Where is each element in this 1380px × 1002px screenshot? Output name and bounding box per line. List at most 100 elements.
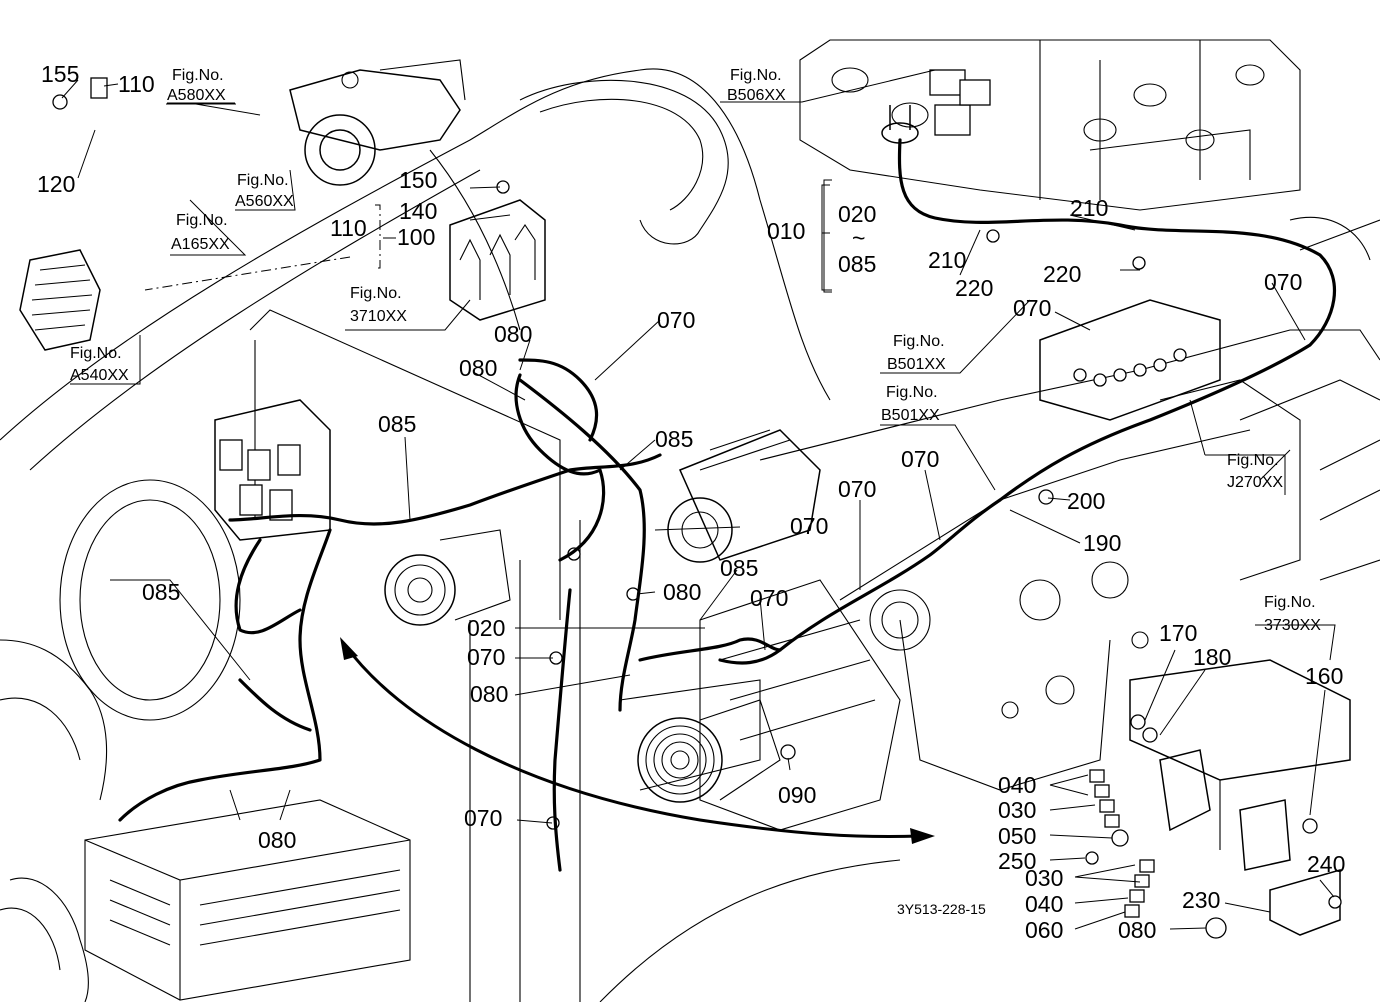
- figure-ref-label: Fig.No.: [176, 212, 228, 229]
- figure-ref-code: 3710XX: [350, 308, 407, 325]
- relay-bracket-3710: [449, 199, 546, 321]
- part-label-020[interactable]: 020: [838, 201, 876, 227]
- part-label-070[interactable]: 070: [1264, 269, 1302, 295]
- part-label-090[interactable]: 090: [778, 782, 816, 808]
- figure-ref-label: Fig.No.: [350, 285, 402, 302]
- figure-ref-code: B501XX: [887, 356, 946, 373]
- part-callouts: 155 110 120 150 140 110 100 010 020 ~ 08…: [37, 61, 1345, 943]
- part-label-020[interactable]: 020: [467, 615, 505, 641]
- figure-ref-code: A580XX: [167, 87, 226, 104]
- bracket-3730: [1129, 659, 1351, 936]
- part-label-170[interactable]: 170: [1159, 620, 1197, 646]
- grommet-top: [881, 105, 919, 144]
- part-label-190[interactable]: 190: [1083, 530, 1121, 556]
- part-label-070[interactable]: 070: [901, 446, 939, 472]
- part-label-110[interactable]: 110: [118, 71, 155, 97]
- figure-ref-a165[interactable]: Fig.No. A165XX: [171, 212, 230, 253]
- figure-ref-b506[interactable]: Fig.No. B506XX: [727, 67, 786, 104]
- figure-ref-label: Fig.No.: [237, 172, 289, 189]
- figure-ref-j270[interactable]: Fig.No. J270XX: [1227, 452, 1283, 491]
- figure-ref-code: B501XX: [881, 407, 940, 424]
- figure-ref-a580[interactable]: Fig.No. A580XX: [166, 67, 236, 105]
- part-label-085[interactable]: 085: [720, 555, 758, 581]
- part-label-155[interactable]: 155: [41, 61, 79, 87]
- figure-ref-code: A540XX: [70, 367, 129, 384]
- wiring-harness: [118, 138, 1336, 872]
- part-label-070[interactable]: 070: [1013, 295, 1051, 321]
- relay-box-main: [214, 399, 331, 541]
- part-label-150[interactable]: 150: [399, 167, 437, 193]
- part-label-085[interactable]: 085: [142, 579, 180, 605]
- figure-ref-a560[interactable]: Fig.No. A560XX: [235, 172, 294, 210]
- part-label-050[interactable]: 050: [998, 823, 1036, 849]
- part-label-085[interactable]: 085: [838, 251, 876, 277]
- figure-ref-code: A560XX: [235, 193, 294, 210]
- part-label-070[interactable]: 070: [657, 307, 695, 333]
- part-label-080[interactable]: 080: [470, 681, 508, 707]
- part-label-180[interactable]: 180: [1193, 644, 1231, 670]
- figure-ref-label: Fig.No.: [893, 333, 945, 350]
- bolts-and-clamps: [52, 77, 1146, 830]
- figure-ref-b501-upper[interactable]: Fig.No. B501XX: [887, 333, 946, 373]
- part-label-060[interactable]: 060: [1025, 917, 1063, 943]
- range-tilde: ~: [852, 225, 865, 251]
- part-label-080[interactable]: 080: [494, 321, 532, 347]
- part-label-085[interactable]: 085: [378, 411, 416, 437]
- starter-motor-top: [289, 59, 466, 186]
- alternator-center: [384, 529, 511, 626]
- part-label-085[interactable]: 085: [655, 426, 693, 452]
- compressor-pulley: [637, 699, 781, 803]
- leader-lines: [61, 69, 1336, 930]
- connector-block-top: [929, 69, 991, 136]
- figure-ref-code: B506XX: [727, 87, 786, 104]
- part-label-250[interactable]: 250: [998, 848, 1036, 874]
- figure-ref-a540[interactable]: Fig.No. A540XX: [70, 345, 129, 384]
- figure-ref-label: Fig.No.: [730, 67, 782, 84]
- part-label-080[interactable]: 080: [258, 827, 296, 853]
- part-label-210[interactable]: 210: [1070, 195, 1108, 221]
- part-label-240[interactable]: 240: [1307, 851, 1345, 877]
- figure-ref-label: Fig.No.: [886, 384, 938, 401]
- part-label-080[interactable]: 080: [663, 579, 701, 605]
- part-label-030[interactable]: 030: [998, 797, 1036, 823]
- part-label-030[interactable]: 030: [1025, 865, 1063, 891]
- part-label-070[interactable]: 070: [467, 644, 505, 670]
- figure-ref-label: Fig.No.: [172, 67, 224, 84]
- figure-ref-3710[interactable]: Fig.No. 3710XX: [350, 285, 407, 325]
- range-bracket: [823, 179, 832, 293]
- part-label-070[interactable]: 070: [464, 805, 502, 831]
- figure-ref-code: J270XX: [1227, 474, 1283, 491]
- figure-ref-label: Fig.No.: [1227, 452, 1279, 469]
- part-label-080[interactable]: 080: [1118, 917, 1156, 943]
- part-label-040[interactable]: 040: [1025, 891, 1063, 917]
- figure-ref-3730[interactable]: Fig.No. 3730XX: [1264, 594, 1321, 634]
- part-label-080[interactable]: 080: [459, 355, 497, 381]
- small-parts-stack: [1085, 714, 1342, 939]
- part-label-220[interactable]: 220: [1043, 261, 1081, 287]
- figure-ref-b501-lower[interactable]: Fig.No. B501XX: [881, 384, 940, 424]
- figure-ref-label: Fig.No.: [1264, 594, 1316, 611]
- part-label-070[interactable]: 070: [838, 476, 876, 502]
- group-bracket-110-100: [375, 204, 396, 269]
- part-label-210[interactable]: 210: [928, 247, 966, 273]
- part-label-140[interactable]: 140: [399, 198, 437, 224]
- part-label-230[interactable]: 230: [1182, 887, 1220, 913]
- figure-ref-code: 3730XX: [1264, 617, 1321, 634]
- part-label-200[interactable]: 200: [1067, 488, 1105, 514]
- starter-motor-center: [667, 429, 821, 563]
- tractor-body-outline: [0, 39, 1380, 1002]
- part-label-220[interactable]: 220: [955, 275, 993, 301]
- part-label-120[interactable]: 120: [37, 171, 75, 197]
- part-label-040[interactable]: 040: [998, 772, 1036, 798]
- hydraulic-valve-block: [1039, 299, 1221, 421]
- alternator-left: [19, 249, 101, 351]
- part-label-160[interactable]: 160: [1305, 663, 1343, 689]
- figure-ref-label: Fig.No.: [70, 345, 122, 362]
- drawing-code: 3Y513-228-15: [897, 901, 986, 917]
- part-label-110[interactable]: 110: [330, 215, 367, 241]
- part-label-100[interactable]: 100: [397, 224, 435, 250]
- part-label-070[interactable]: 070: [750, 585, 788, 611]
- part-label-070[interactable]: 070: [790, 513, 828, 539]
- part-label-010[interactable]: 010: [767, 218, 805, 244]
